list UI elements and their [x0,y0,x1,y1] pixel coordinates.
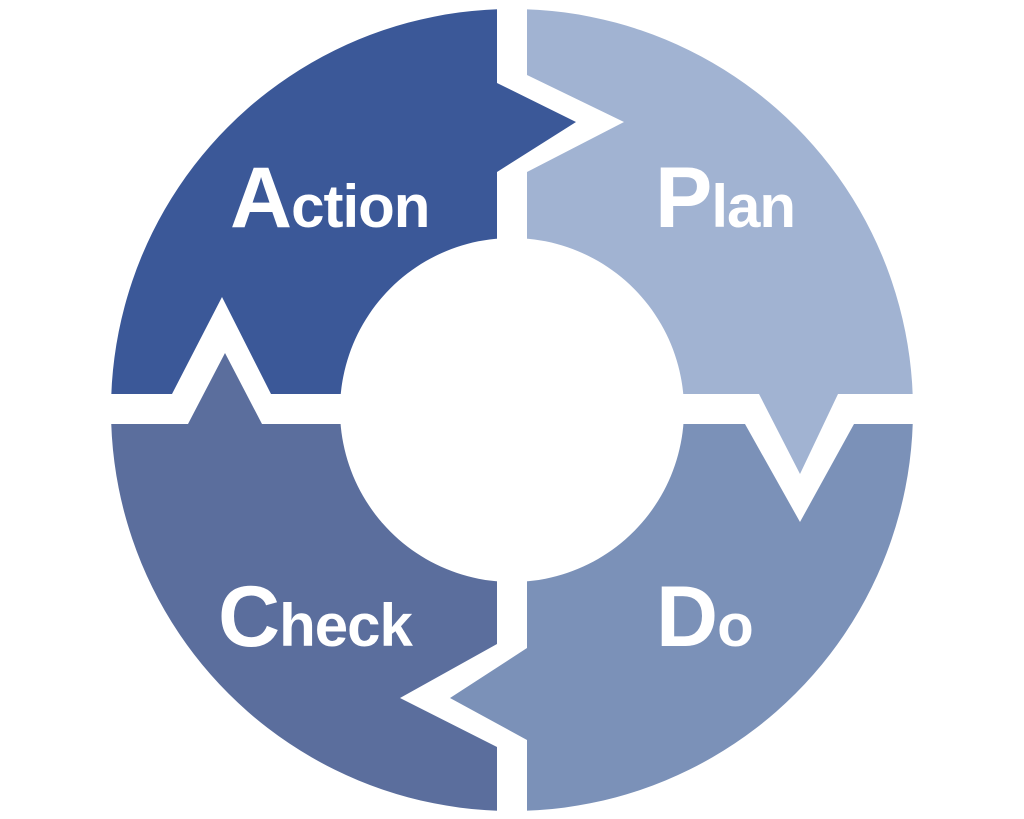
label-do-initial: D [656,569,717,665]
label-action: Action [230,150,429,246]
label-do: Do [656,569,753,665]
label-action-rest: ction [291,173,429,240]
label-do-rest: o [717,592,753,659]
label-check-rest: heck [279,592,413,659]
label-check-initial: C [218,569,279,665]
label-plan: Plan [655,150,795,246]
label-action-initial: A [230,150,291,246]
label-check: Check [218,569,413,665]
label-plan-initial: P [655,150,711,246]
label-plan-rest: lan [711,173,795,240]
